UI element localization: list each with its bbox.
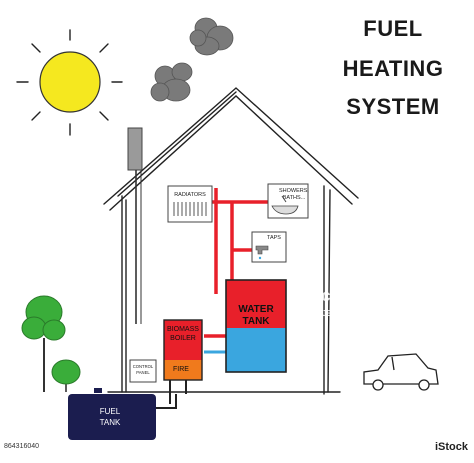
title-line-3: SYSTEM (346, 94, 440, 119)
fire-label: FIRE (173, 366, 189, 373)
control-panel-label: CONTROL (133, 364, 154, 369)
house-outline (103, 87, 359, 395)
cloud-icon (150, 62, 193, 102)
watermark-credit: Credit: JELER (294, 309, 348, 318)
hot-pipes (204, 188, 268, 338)
radiator-icon: RADIATORS (167, 185, 213, 223)
control-panel: CONTROL PANEL (129, 359, 157, 383)
shower-icon: SHOWERS, BATHS... (267, 183, 309, 219)
fuel-tank: FUEL TANK (68, 388, 156, 440)
watermark-brand: iStock (289, 286, 341, 305)
water-tank-label: TANK (242, 316, 270, 327)
car-icon (363, 353, 439, 391)
title-line-1: FUEL (363, 16, 423, 41)
tap-icon: TAPS (251, 231, 287, 263)
cloud-icon (189, 17, 234, 56)
sun-icon (16, 29, 123, 136)
fuel-tank-label: FUEL (100, 407, 121, 416)
image-id: 864316040 (4, 443, 40, 450)
title-line-2: HEATING (342, 56, 444, 81)
black-pipes (156, 380, 187, 409)
biomass-label: BIOMASS (167, 326, 199, 333)
tree-icon (21, 295, 66, 392)
control-panel-label: PANEL (136, 370, 150, 375)
water-tank: WATER TANK (225, 279, 287, 373)
radiators-label: RADIATORS (174, 192, 206, 198)
showers-label: SHOWERS, (279, 188, 309, 194)
chimney (127, 127, 143, 324)
biomass-boiler: BIOMASS BOILER FIRE (163, 319, 203, 381)
water-tank-label: WATER (238, 304, 274, 315)
taps-label: TAPS (267, 235, 281, 241)
biomass-label: BOILER (170, 335, 196, 342)
bush-icon (51, 359, 81, 392)
fuel-tank-label: TANK (100, 418, 121, 427)
footer-bar (0, 440, 474, 458)
footer-brand: iStock (434, 441, 468, 453)
baths-label: BATHS... (283, 195, 306, 201)
